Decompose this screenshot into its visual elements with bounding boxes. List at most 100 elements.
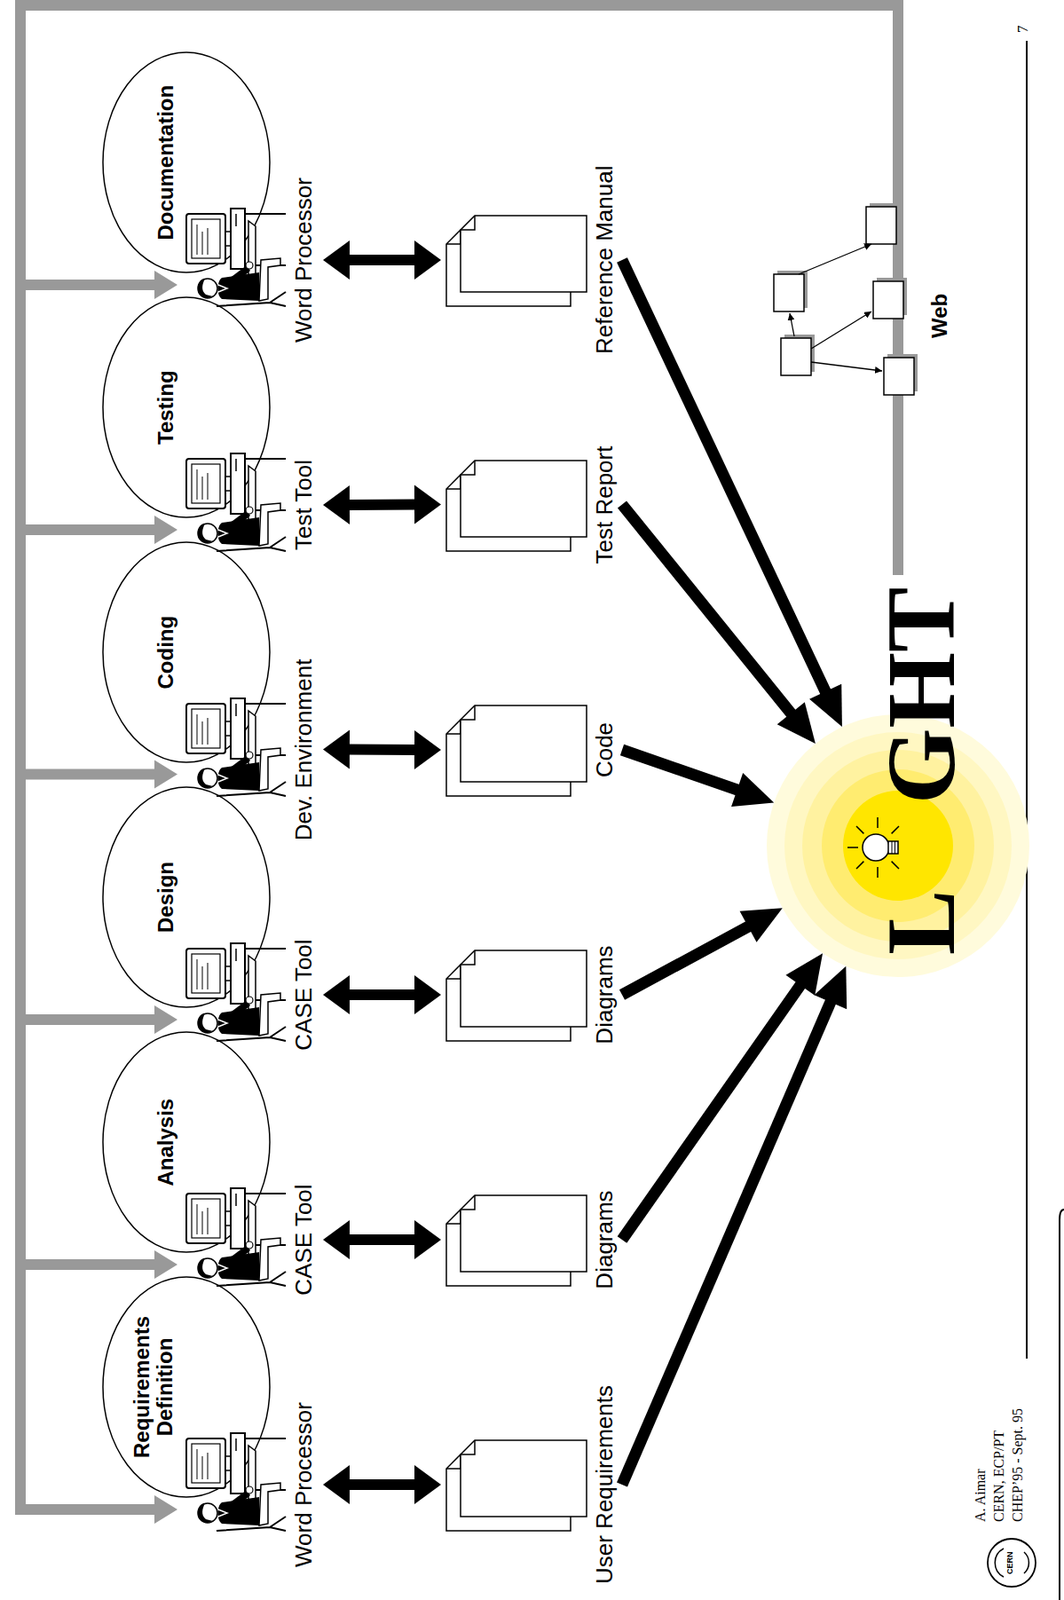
hub-letters: GHT [872, 587, 970, 805]
arrow-head [154, 1495, 178, 1524]
connector-line [347, 1234, 417, 1246]
connector [323, 730, 442, 770]
tool-name: Word Processor [291, 1402, 318, 1568]
connector-line [622, 984, 802, 1240]
connector [323, 240, 442, 280]
workstation-figure [181, 451, 288, 559]
workstation-figure [181, 941, 288, 1049]
connector [622, 260, 843, 727]
document-figure [442, 1431, 591, 1538]
document-name: User Requirements [591, 1385, 619, 1585]
web-page-icon [773, 270, 808, 312]
workstation-figure [181, 1186, 288, 1293]
phase-name: Coding [154, 615, 178, 690]
workstation-figure [181, 1431, 288, 1538]
document-name: Code [591, 699, 619, 801]
footer-rule [1025, 40, 1028, 1359]
connector-line [20, 5, 899, 1020]
arrow-head [323, 240, 350, 280]
document-figure [442, 451, 591, 559]
phase-name: Testing [154, 370, 178, 445]
web-page-icon [780, 334, 815, 376]
workstation-figure [186, 698, 286, 797]
arrow-head [414, 975, 442, 1015]
workstation-figure [186, 453, 286, 552]
connector [20, 5, 899, 789]
tool-name: Dev. Environment [291, 659, 318, 842]
connector [20, 5, 899, 576]
connector-line [20, 5, 899, 576]
connector [622, 966, 847, 1485]
arrow-head [785, 953, 823, 996]
arrow-head [740, 907, 783, 943]
document: Diagrams [441, 937, 623, 1053]
arrow-head [323, 975, 350, 1015]
connector-line [347, 254, 417, 266]
document-figure [442, 696, 591, 804]
conference: CHEP’95 - Sept. 95 [1009, 1408, 1026, 1522]
arrow-head [777, 701, 816, 744]
arrow-head [809, 684, 843, 727]
arrow-head [731, 772, 774, 807]
cern-logo [987, 1538, 1036, 1587]
arrow-head [414, 1465, 442, 1505]
arrow-head [154, 1005, 178, 1034]
workstation-figure [181, 206, 288, 314]
logo-text: CERN [1006, 1551, 1016, 1575]
workstation: Word Processor [177, 1395, 324, 1575]
document-figure [446, 1440, 587, 1531]
arrow-head [323, 485, 350, 525]
arrow-head [814, 966, 848, 1009]
web-page-icon [873, 277, 907, 319]
connector-line [347, 989, 417, 1001]
arrow-head [414, 1220, 442, 1260]
affiliation: CERN, ECP/PT [991, 1430, 1008, 1522]
document-name: Diagrams [591, 944, 619, 1046]
tool-name: Word Processor [291, 177, 318, 343]
arrow-head [154, 760, 178, 789]
connector [323, 975, 442, 1015]
frame-line [1059, 1209, 1064, 1600]
phase-name: Documentation [154, 85, 178, 241]
arrow-head [154, 515, 178, 544]
arrow-head [323, 1465, 350, 1505]
connector-line [347, 1479, 417, 1490]
document: Test Report [441, 439, 623, 572]
tool-name: CASE Tool [291, 935, 318, 1055]
phase-name: Requirements Definition [130, 1298, 178, 1476]
workstation-figure [181, 696, 288, 804]
connector [323, 1465, 442, 1505]
document-name: Test Report [591, 446, 619, 565]
document-figure [442, 941, 591, 1049]
logo-arc [994, 1548, 1004, 1577]
phase-name: Analysis [154, 1098, 178, 1187]
connector [20, 5, 899, 1524]
arrow-head [414, 485, 442, 525]
workstation-figure [186, 1188, 286, 1286]
connector [622, 504, 816, 744]
workstation: Test Tool [177, 438, 324, 572]
document-figure [442, 206, 591, 314]
connector [20, 5, 899, 1034]
document-name: Reference Manual [591, 165, 619, 355]
connector-line [347, 744, 417, 756]
arrow-head [154, 1250, 178, 1279]
document: Code [441, 692, 623, 808]
workstation: CASE Tool [177, 1173, 324, 1307]
link-arrow [789, 313, 795, 337]
arrow-head [323, 730, 350, 770]
page-number: 7 [1015, 25, 1033, 34]
web-page-icon [883, 354, 918, 395]
connector [622, 907, 783, 995]
connector-line [20, 5, 899, 1265]
workstation: CASE Tool [177, 928, 324, 1062]
workstation: Dev. Environment [177, 652, 324, 849]
workstation: Word Processor [177, 170, 324, 350]
web-label: Web [928, 293, 952, 339]
connector-line [347, 499, 417, 511]
link-arrow [811, 362, 883, 371]
document-figure [442, 1186, 591, 1293]
document-figure [446, 1195, 587, 1286]
connector-line [622, 260, 827, 694]
